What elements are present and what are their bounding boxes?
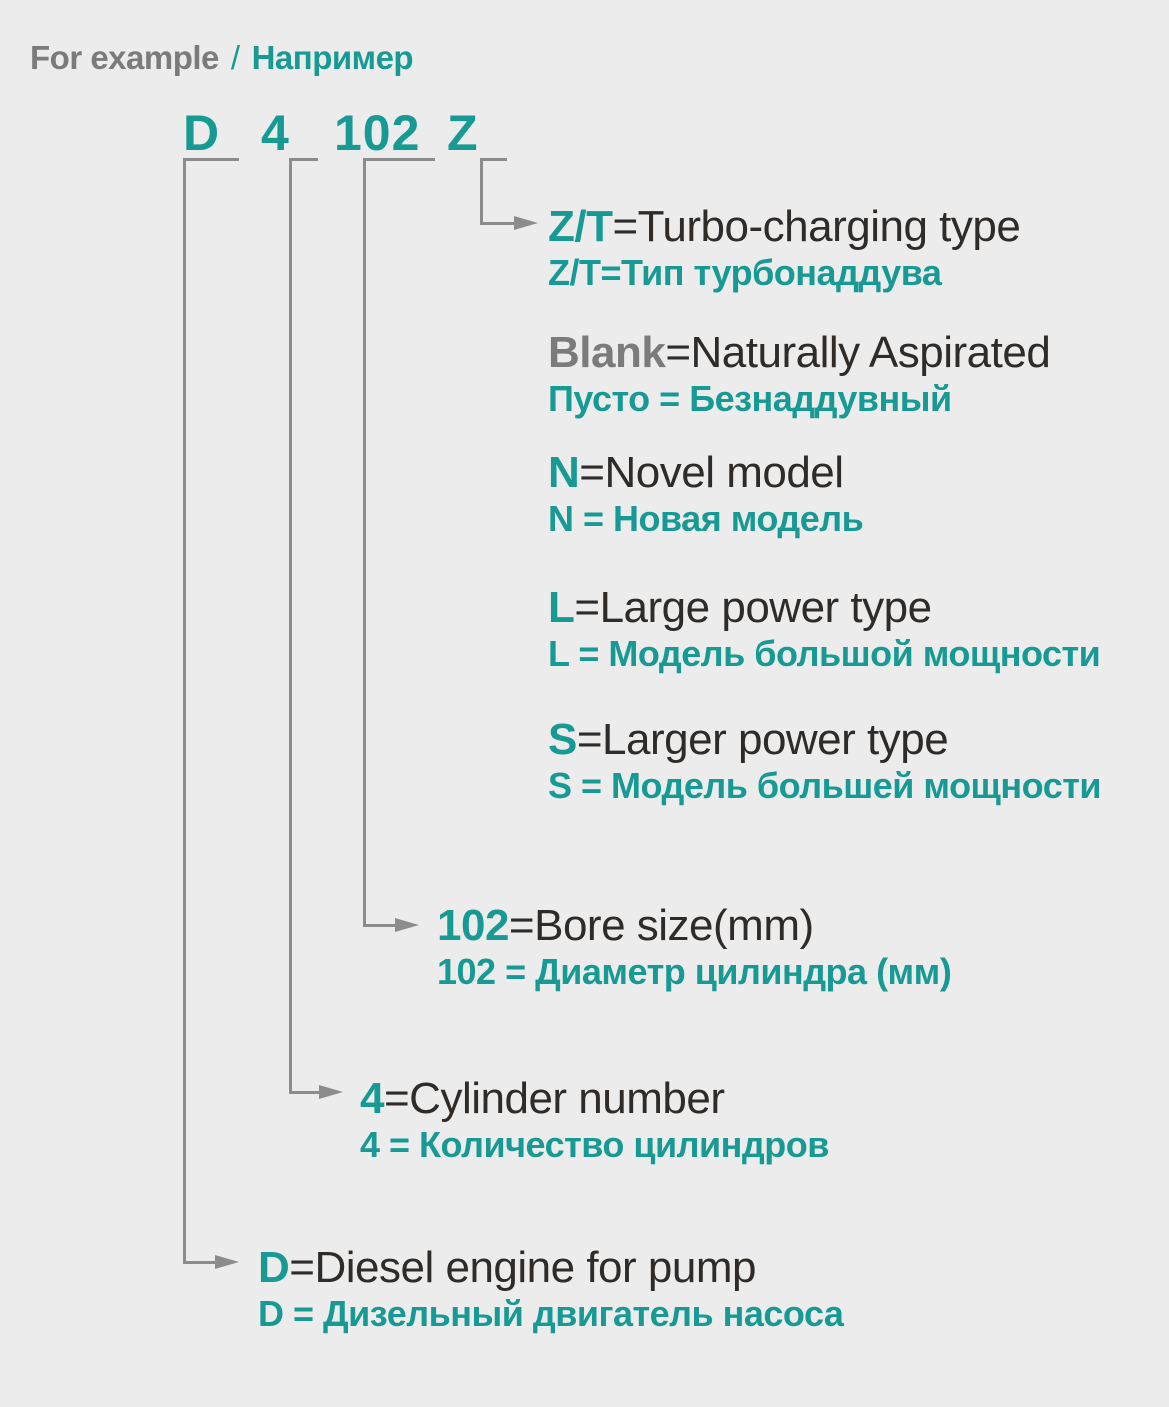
code-prefix: Z/T	[548, 202, 613, 251]
code-char-d: D	[183, 105, 221, 161]
connector-line	[183, 158, 186, 1264]
entry-cylinder-number: 4=Cylinder number 4 = Количество цилиндр…	[360, 1075, 829, 1167]
connector-line	[289, 158, 292, 1094]
connector-line	[363, 924, 395, 927]
entry-en-text: =Novel model	[579, 448, 844, 497]
code-prefix: L	[548, 583, 575, 632]
title-separator: /	[230, 39, 240, 76]
entry-ru-text: 4 = Количество цилиндров	[360, 1124, 829, 1165]
entry-en-line: Z/T=Turbo-charging type	[548, 202, 1021, 251]
entry-ru-text: S = Модель большей мощности	[548, 765, 1101, 806]
entry-en-text: =Bore size(mm)	[508, 901, 814, 950]
entry-bore-size: 102=Bore size(mm) 102 = Диаметр цилиндра…	[437, 902, 952, 994]
arrow-right-icon	[319, 1085, 343, 1099]
title-english: For example	[30, 39, 219, 76]
connector-line	[480, 158, 507, 161]
entry-ru-text: N = Новая модель	[548, 498, 864, 539]
entry-en-text: =Cylinder number	[383, 1074, 725, 1123]
entry-ru-text: D = Дизельный двигатель насоса	[258, 1293, 844, 1334]
code-prefix: Blank	[548, 328, 666, 377]
arrow-right-icon	[514, 216, 538, 230]
code-prefix: N	[548, 448, 580, 497]
entry-ru-text: L = Модель большой мощности	[548, 633, 1101, 674]
connector-line	[363, 158, 435, 161]
connector-line	[183, 158, 239, 161]
connector-line	[183, 1261, 217, 1264]
entry-en-text: =Large power type	[574, 583, 932, 632]
code-prefix: S	[548, 715, 577, 764]
entry-en-line: Blank=Naturally Aspirated	[548, 328, 1051, 377]
entry-naturally-aspirated: Blank=Naturally Aspirated Пусто = Безнад…	[548, 328, 1051, 421]
entry-ru-text: Пусто = Безнаддувный	[548, 378, 952, 419]
entry-en-text: =Diesel engine for pump	[289, 1243, 756, 1292]
entry-en-line: D=Diesel engine for pump	[258, 1244, 843, 1292]
entry-larger-power: S=Larger power type S = Модель большей м…	[548, 716, 1101, 808]
entry-turbo-charging: Z/T=Turbo-charging type Z/T=Тип турбонад…	[548, 202, 1021, 295]
entry-en-line: 4=Cylinder number	[360, 1075, 829, 1123]
connector-line	[289, 1091, 319, 1094]
code-prefix: 4	[360, 1074, 384, 1123]
entry-en-line: 102=Bore size(mm)	[437, 902, 951, 950]
connector-line	[480, 158, 483, 225]
entry-en-line: L=Large power type	[548, 584, 1100, 632]
entry-novel-model: N=Novel model N = Новая модель	[548, 449, 864, 541]
connector-line	[363, 158, 366, 927]
entry-diesel-engine: D=Diesel engine for pump D = Дизельный д…	[258, 1244, 844, 1336]
entry-ru-text: 102 = Диаметр цилиндра (мм)	[437, 951, 952, 992]
code-char-4: 4	[261, 105, 290, 161]
entry-en-text: =Turbo-charging type	[612, 202, 1021, 251]
connector-line	[289, 158, 318, 161]
entry-en-line: S=Larger power type	[548, 716, 1101, 764]
arrow-right-icon	[215, 1255, 239, 1269]
entry-en-text: =Larger power type	[576, 715, 949, 764]
arrow-right-icon	[395, 918, 419, 932]
entry-large-power: L=Large power type L = Модель большой мо…	[548, 584, 1101, 676]
code-char-102: 102	[334, 105, 421, 161]
entry-en-line: N=Novel model	[548, 449, 863, 497]
code-prefix: 102	[437, 901, 509, 950]
code-prefix: D	[258, 1243, 290, 1292]
entry-ru-text: Z/T=Тип турбонаддува	[548, 252, 942, 293]
page-title: For example / Например	[30, 38, 414, 78]
code-char-z: Z	[447, 105, 479, 161]
entry-en-text: =Naturally Aspirated	[665, 328, 1051, 377]
connector-line	[480, 222, 514, 225]
title-russian: Например	[251, 39, 414, 76]
